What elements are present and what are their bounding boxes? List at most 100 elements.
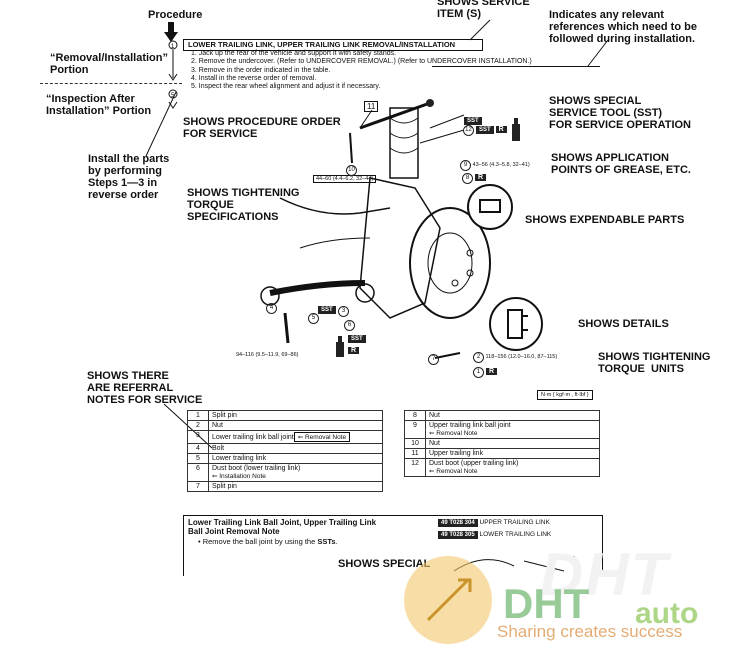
special-tool-callout: SHOWS SPECIAL SERVICE TOOL (SST) FOR SER… xyxy=(549,95,692,131)
sst-r-stack: SST R xyxy=(348,333,366,357)
tag-4: 4 xyxy=(266,303,277,314)
tag-12-row: 12 SST R xyxy=(463,125,507,136)
circle-number: 2 xyxy=(473,352,484,363)
step-underline xyxy=(432,66,600,67)
removal-note-box: Lower Trailing Link Ball Joint, Upper Tr… xyxy=(183,515,603,576)
r-badge: R xyxy=(495,126,507,133)
tag-1-row: 1 R xyxy=(473,367,498,378)
torque-units-callout: SHOWS TIGHTENING TORQUE UNITS xyxy=(598,351,711,375)
circle-number: 12 xyxy=(463,125,474,136)
sst-label: SST xyxy=(464,117,482,125)
removal-installation-callout: “Removal/Installation” Portion xyxy=(50,52,168,76)
down-arrow-icon xyxy=(164,22,178,42)
tool-row-1: 49 T028 304 UPPER TRAILING LINK xyxy=(438,519,550,527)
referral-references-callout: Indicates any relevant references which … xyxy=(549,9,697,45)
watermark-logo-auto: auto xyxy=(635,597,699,630)
circle-number: 6 xyxy=(344,320,355,331)
torque-spec-4: 118–156 (12.0–16.0, 87–115) xyxy=(485,354,558,360)
circle-number: 4 xyxy=(266,303,277,314)
procedure-steps: 1. Jack up the rear of the vehicle and s… xyxy=(191,50,532,91)
removal-note-link[interactable]: ⇐ Removal Note xyxy=(429,430,478,437)
procedure-callout: Procedure xyxy=(148,9,203,21)
circle-number: 1 xyxy=(473,367,484,378)
circle-number: 7 xyxy=(428,354,439,365)
watermark-shield-icon xyxy=(404,556,492,644)
procedure-step: 2. Remove the undercover. (Refer to UNDE… xyxy=(191,58,532,66)
torque-spec-3: 94–116 (9.5–11.9, 69–86) xyxy=(236,352,299,358)
referral-notes-callout: SHOWS THERE ARE REFERRAL NOTES FOR SERVI… xyxy=(87,370,203,406)
bracket-arrows: 1 5 xyxy=(168,40,178,109)
circle-number: 10 xyxy=(346,165,357,176)
sst-label: SST xyxy=(318,306,336,314)
procedure-step: 4. Install in the reverse order of remov… xyxy=(191,74,317,82)
install-pointer-line xyxy=(145,91,177,157)
inspection-after-callout: “Inspection After Installation” Portion xyxy=(46,93,152,117)
grease-tube-icon xyxy=(336,336,344,357)
sst-label: SST xyxy=(348,335,366,343)
tag-2-row: 2 118–156 (12.0–16.0, 87–115) xyxy=(473,352,557,363)
torque-spec-1: 44–60 (4.4–6.2, 32–44) xyxy=(313,175,377,183)
circle-number: 9 xyxy=(460,160,471,171)
circle-number: 3 xyxy=(338,306,349,317)
removal-note-link[interactable]: ⇐ Removal Note xyxy=(429,468,478,475)
watermark-logo-top: DHT xyxy=(540,541,670,608)
tag-3: 3 xyxy=(338,306,349,317)
special-bottom-callout: SHOWS SPECIAL xyxy=(338,558,431,570)
tag-6: 6 xyxy=(344,320,355,331)
circle-number: 5 xyxy=(308,313,319,324)
tag-8-row: 8 R xyxy=(462,173,487,184)
svg-text:1: 1 xyxy=(171,44,175,50)
tag-9-row: 9 43–56 (4.3–5.8, 32–41) xyxy=(460,160,530,171)
removal-note-link[interactable]: ⇐ Removal Note xyxy=(293,432,351,442)
procedure-step: 5. Inspect the rear wheel alignment and … xyxy=(191,83,381,91)
sst-label: SST xyxy=(475,126,494,134)
tag-10: 10 xyxy=(346,165,357,176)
grease-callout: SHOWS APPLICATION POINTS OF GREASE, ETC. xyxy=(551,152,691,176)
tag-7: 7 xyxy=(428,354,439,365)
sst-badge-top: SST xyxy=(464,109,482,127)
sst-badge-mid: SST xyxy=(318,298,336,316)
installation-note-link[interactable]: ⇐ Installation Note xyxy=(212,473,266,480)
service-item-pointer xyxy=(469,19,491,41)
removal-note-bullet: • Remove the ball joint by using the SST… xyxy=(198,537,338,546)
tool-code: 49 T028 304 xyxy=(438,519,478,527)
torque-spec-2: 43–56 (4.3–5.8, 32–41) xyxy=(472,162,530,168)
detail-circle-upper xyxy=(467,184,513,230)
procedure-title: LOWER TRAILING LINK, UPPER TRAILING LINK… xyxy=(188,40,456,49)
detail-circle-lower xyxy=(489,297,543,351)
service-item-callout: SHOWS SERVICE ITEM (S) xyxy=(437,0,530,20)
dashed-divider xyxy=(40,83,182,84)
r-badge: R xyxy=(474,174,487,181)
referral-pointer xyxy=(587,39,609,67)
details-callout: SHOWS DETAILS xyxy=(578,318,669,330)
procedure-title-box: LOWER TRAILING LINK, UPPER TRAILING LINK… xyxy=(183,39,483,51)
tool-label: UPPER TRAILING LINK xyxy=(479,519,550,526)
tag-5: 5 xyxy=(308,313,319,324)
r-badge: R xyxy=(348,347,360,354)
procedure-order-callout: SHOWS PROCEDURE ORDER FOR SERVICE xyxy=(183,116,341,140)
tool-row-2: 49 T028 305 LOWER TRAILING LINK xyxy=(438,531,552,539)
svg-text:5: 5 xyxy=(171,93,175,99)
procedure-step: 1. Jack up the rear of the vehicle and s… xyxy=(191,50,397,57)
r-badge: R xyxy=(485,368,498,375)
procedure-step: 3. Remove in the order indicated in the … xyxy=(191,66,331,74)
grease-tube-icon xyxy=(512,118,520,141)
suspension-diagram xyxy=(260,99,491,359)
torque-specs-callout: SHOWS TIGHTENING TORQUE SPECIFICATIONS xyxy=(187,187,300,223)
tool-code: 49 T028 305 xyxy=(438,531,478,539)
tool-label: LOWER TRAILING LINK xyxy=(479,531,552,538)
